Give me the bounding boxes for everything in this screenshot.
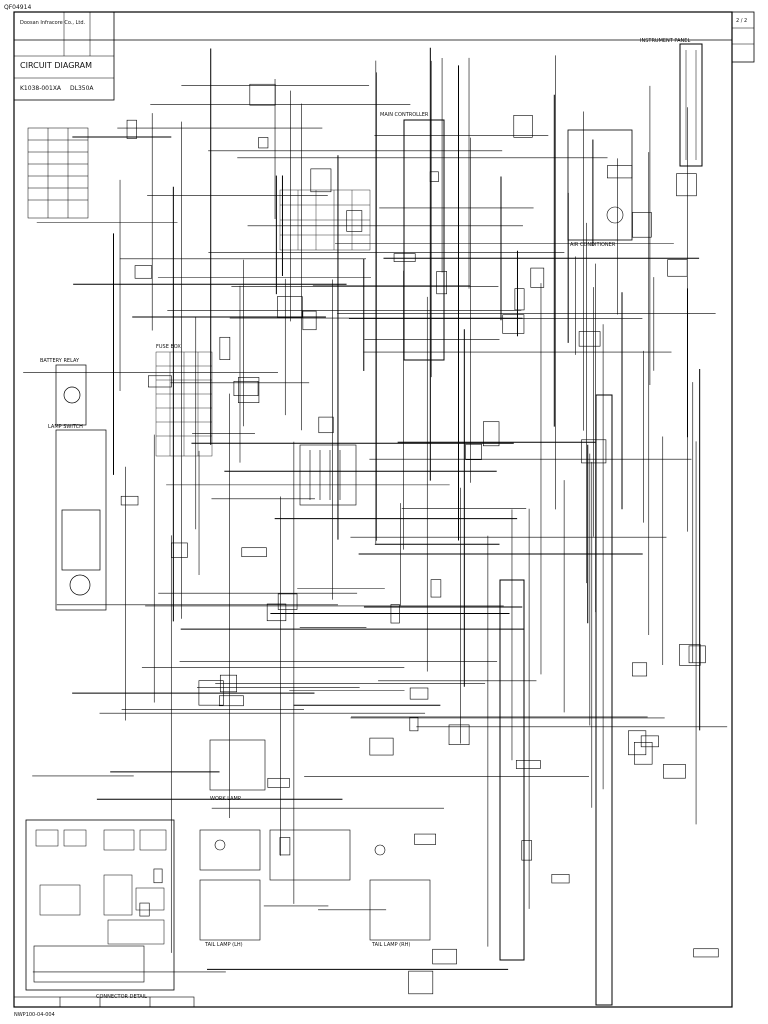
footer-block bbox=[13, 996, 195, 1008]
component-box bbox=[279, 837, 291, 856]
component-box bbox=[249, 83, 276, 106]
component-box bbox=[448, 724, 470, 745]
tail-lamp-lh-label: TAIL LAMP (LH) bbox=[204, 942, 243, 948]
component-box bbox=[266, 603, 287, 622]
component-box bbox=[632, 212, 652, 238]
component-box bbox=[502, 314, 525, 334]
component-box bbox=[238, 377, 260, 403]
component-box bbox=[628, 730, 647, 756]
corner-code: QF04914 bbox=[4, 4, 31, 11]
title-block: Doosan Infracore Co., Ltd. CIRCUIT DIAGR… bbox=[13, 11, 115, 101]
component-box bbox=[148, 375, 172, 388]
component-box bbox=[302, 310, 317, 331]
page-number: 2 / 2 bbox=[736, 18, 747, 24]
component-box bbox=[432, 948, 457, 965]
component-box bbox=[219, 336, 231, 360]
component-box bbox=[409, 687, 429, 700]
lamp-switch-label: LAMP SWITCH bbox=[48, 424, 83, 430]
component-box bbox=[277, 593, 298, 610]
component-box bbox=[515, 760, 541, 769]
component-box bbox=[393, 253, 416, 262]
component-box bbox=[632, 662, 648, 677]
wiring-layer bbox=[23, 47, 728, 995]
component-box bbox=[218, 695, 244, 707]
diagram-title: CIRCUIT DIAGRAM bbox=[20, 61, 92, 70]
component-box bbox=[126, 119, 137, 139]
component-box bbox=[153, 868, 163, 884]
model-name: DL350A bbox=[70, 85, 94, 92]
fuse-table bbox=[27, 127, 89, 219]
component-box bbox=[414, 833, 436, 845]
component-box bbox=[551, 874, 570, 884]
main-controller-label: MAIN CONTROLLER bbox=[380, 112, 429, 118]
instrument-panel-label: INSTRUMENT PANEL bbox=[640, 38, 690, 44]
component-box bbox=[139, 902, 150, 917]
component-box bbox=[514, 288, 525, 311]
company-name: Doosan Infracore Co., Ltd. bbox=[20, 20, 85, 26]
instrument-panel-block bbox=[679, 43, 703, 167]
component-box bbox=[679, 644, 701, 666]
component-box bbox=[607, 165, 633, 179]
component-box bbox=[267, 777, 290, 788]
component-box bbox=[530, 267, 545, 288]
sheet-border bbox=[13, 11, 733, 1008]
doc-number: K1038-001XA bbox=[20, 85, 62, 92]
component-box bbox=[390, 604, 400, 624]
lamp-switch-panel bbox=[55, 429, 107, 611]
component-box bbox=[346, 210, 363, 232]
battery-relay-label: BATTERY RELAY bbox=[40, 358, 80, 364]
air-conditioner-block bbox=[567, 129, 633, 241]
battery-relay bbox=[55, 364, 87, 426]
page-marker: 2 / 2 bbox=[731, 11, 755, 63]
component-box bbox=[465, 443, 482, 460]
component-box bbox=[219, 674, 237, 693]
component-box bbox=[640, 735, 659, 748]
component-box bbox=[241, 547, 267, 558]
component-box bbox=[408, 970, 434, 995]
component-box bbox=[436, 271, 448, 295]
component-box bbox=[171, 542, 188, 558]
component-box bbox=[693, 948, 719, 958]
component-box bbox=[634, 742, 653, 765]
component-box bbox=[310, 168, 332, 193]
component-box bbox=[429, 171, 439, 182]
component-box bbox=[258, 137, 269, 149]
component-box bbox=[430, 579, 442, 598]
component-box bbox=[667, 259, 688, 277]
component-box bbox=[409, 716, 419, 732]
work-lamp-blocks bbox=[199, 739, 431, 941]
component-box bbox=[318, 416, 334, 434]
component-box bbox=[513, 115, 533, 138]
component-box bbox=[277, 296, 303, 318]
connector-detail-box bbox=[25, 819, 175, 991]
component-box bbox=[578, 331, 601, 347]
component-box bbox=[688, 645, 706, 664]
footer-code: NWP100-04-004 bbox=[14, 1012, 55, 1018]
component-box bbox=[369, 737, 394, 756]
relay-grid bbox=[279, 189, 371, 251]
fuse-box-grid bbox=[155, 351, 213, 457]
component-box bbox=[483, 421, 500, 447]
component-box bbox=[198, 680, 224, 706]
component-box bbox=[120, 495, 139, 506]
connector-block-center bbox=[299, 444, 357, 506]
component-box bbox=[134, 265, 153, 279]
tail-lamp-rh-label: TAIL LAMP (RH) bbox=[371, 942, 410, 948]
fuse-box-label: FUSE BOX bbox=[156, 344, 181, 350]
component-box bbox=[581, 439, 607, 464]
component-box bbox=[521, 840, 533, 861]
component-box bbox=[676, 173, 697, 197]
component-box bbox=[663, 764, 686, 779]
component-box bbox=[233, 380, 259, 396]
